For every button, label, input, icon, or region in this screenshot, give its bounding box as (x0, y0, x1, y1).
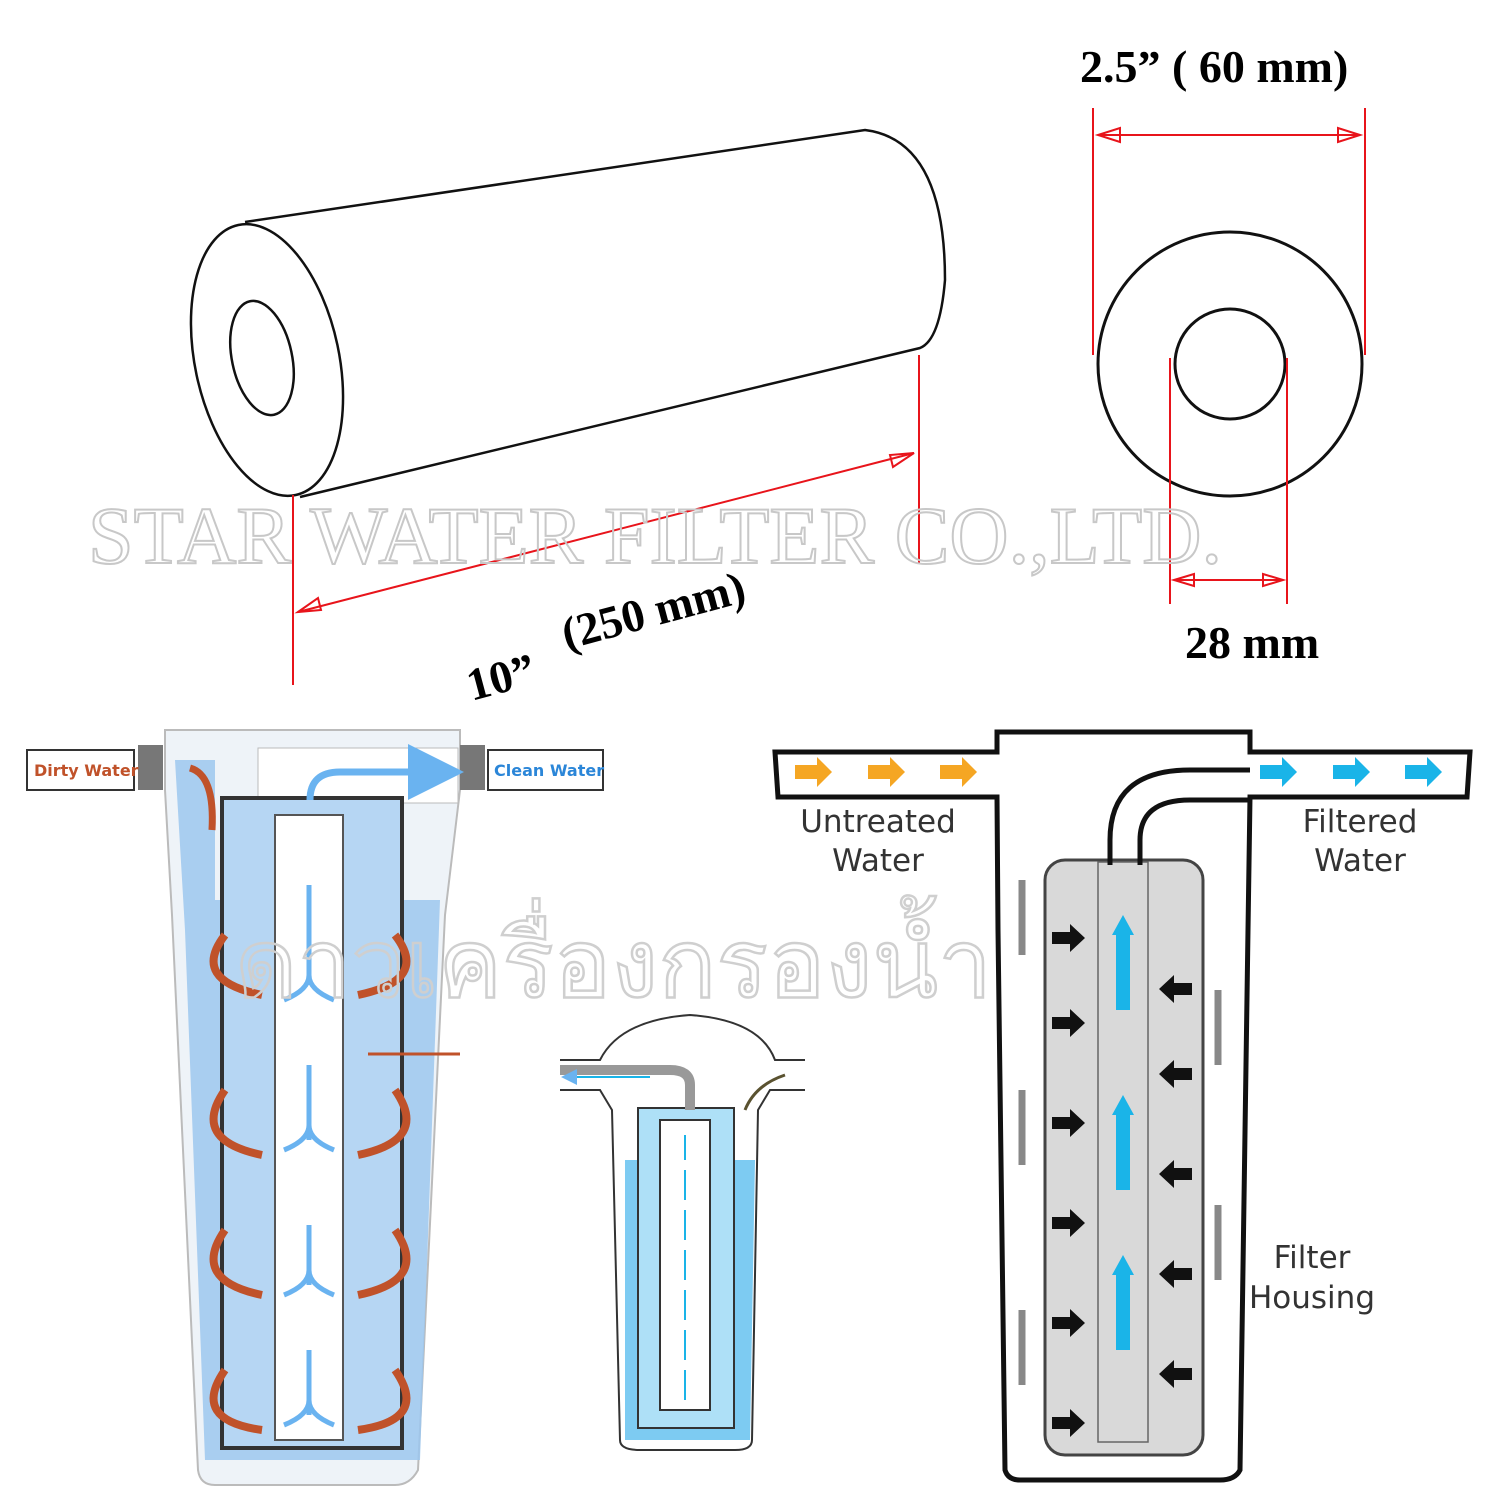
clean-water-label: Clean Water (494, 761, 604, 780)
right-filter-housing (772, 729, 1473, 1483)
left-filter-housing (138, 729, 485, 1486)
dimension-lines (292, 108, 1366, 685)
inner-diameter-label: 28 mm (1185, 617, 1319, 668)
housing-label-line1: Filter (1274, 1240, 1351, 1276)
cartridge-end-view (1096, 230, 1364, 498)
thai-watermark: ดาวเครื่องกรองน้ำ (235, 895, 992, 1020)
dirty-water-label: Dirty Water (34, 761, 139, 780)
cartridge-cylinder (189, 128, 947, 499)
company-watermark: STAR WATER FILTER CO.,LTD. (88, 490, 1222, 581)
housing-label-line2: Housing (1249, 1280, 1375, 1316)
clean-water-label-box: Clean Water (487, 749, 604, 791)
middle-filter-diagram (560, 1013, 805, 1451)
filtered-label-line1: Filtered (1303, 804, 1418, 840)
untreated-label-line2: Water (832, 843, 924, 879)
filtered-label-line2: Water (1314, 843, 1406, 879)
length-inch-label: 10” (461, 644, 541, 711)
dirty-water-label-box: Dirty Water (26, 749, 139, 791)
untreated-label-line1: Untreated (800, 804, 956, 840)
outer-diameter-label: 2.5” ( 60 mm) (1080, 41, 1348, 92)
